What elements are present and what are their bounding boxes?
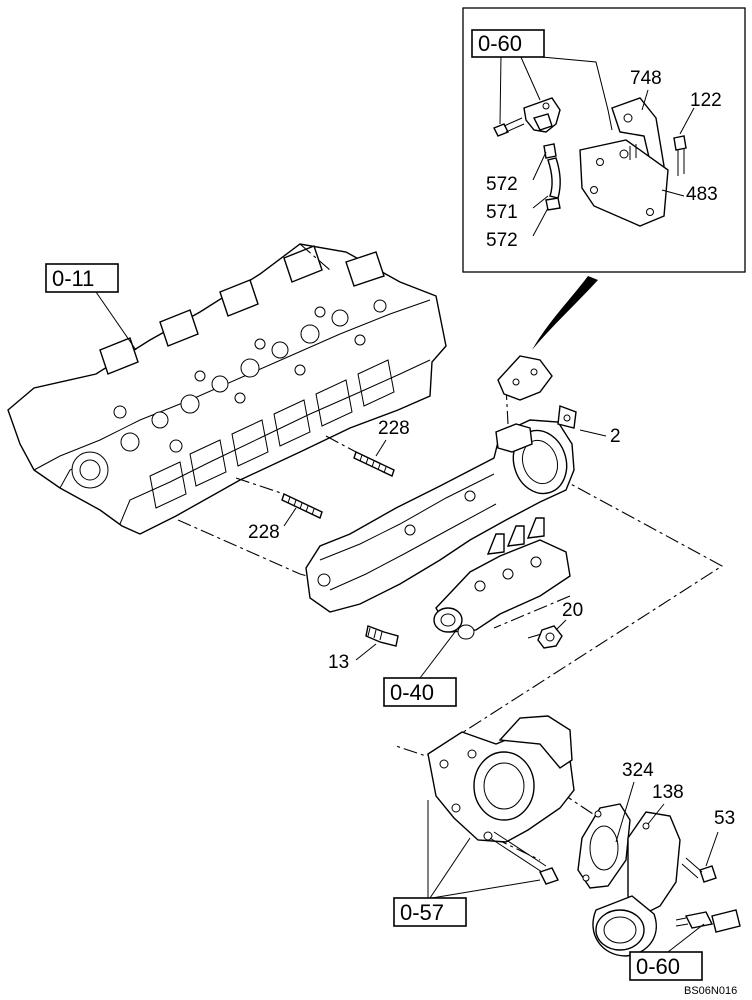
leader-0-40 [419,627,459,679]
ref-box-0-57 [393,897,467,927]
callout-748: 748 [630,68,662,89]
drawing-code: BS06N016 [684,985,737,997]
leader-324 [615,781,635,843]
callout-571: 571 [486,202,518,223]
ref-label-0-60-bottom: 0-60 [636,954,680,979]
leader-228-upper [375,439,387,457]
inset-frame [462,7,746,273]
ref-box-0-60-top [471,29,545,58]
stud-228-upper [353,451,395,477]
thermostat-housing-0-57 [427,715,575,843]
ref-box-0-40 [383,677,457,707]
housing-bolt [489,831,559,885]
intake-manifold-2 [305,405,577,613]
cylinder-head [7,243,447,535]
nut-20 [537,625,563,649]
inset-pointer [532,276,598,350]
callout-483: 483 [686,184,718,205]
ref-box-0-60-bottom [629,951,703,981]
ref-label-0-11: 0-11 [52,266,94,291]
sensor-bracket-small [497,355,553,401]
water-outlet-138 [592,811,681,957]
callout-138: 138 [652,782,684,803]
leader-228-lower [283,507,297,527]
ref-box-0-11 [45,263,119,293]
leader-0-57 [427,800,541,899]
head-valve-holes [71,299,387,489]
callout-2: 2 [610,426,621,447]
callout-572-lower: 572 [486,230,518,251]
gasket-324 [577,803,631,889]
leader-0-11 [95,291,137,351]
callout-13: 13 [328,652,349,673]
ref-label-0-57: 0-57 [400,900,444,925]
leader-53 [705,831,719,867]
leader-13 [355,643,377,661]
bolt-small [493,117,525,137]
bolt-13 [365,625,399,647]
head-rocker-pedestals [99,245,385,375]
sensor-0-60 [523,97,561,133]
leader-138 [647,803,665,825]
callout-20: 20 [562,600,583,621]
fuel-rail-assembly [433,517,571,640]
bolt-53 [681,857,717,883]
inset-detail-panel: 0-60 748 122 572 571 572 483 [462,7,746,350]
leader-0-60-bottom [667,923,705,953]
leader-2 [579,429,607,437]
bolt-122 [673,135,687,176]
callout-572-upper: 572 [486,174,518,195]
callout-53: 53 [714,808,735,829]
head-port-windows [149,359,395,509]
ref-label-0-60-top: 0-60 [478,31,522,56]
leader-20 [555,619,567,631]
ref-label-0-40: 0-40 [390,680,434,705]
callout-324: 324 [622,760,654,781]
hose-571 [543,143,561,211]
callout-228-upper: 228 [378,418,410,439]
callout-122: 122 [690,90,722,111]
temperature-sensor [675,909,741,933]
callout-228-lower: 228 [248,522,280,543]
gasket-plate-483 [579,139,669,227]
stud-228-lower [281,493,323,519]
